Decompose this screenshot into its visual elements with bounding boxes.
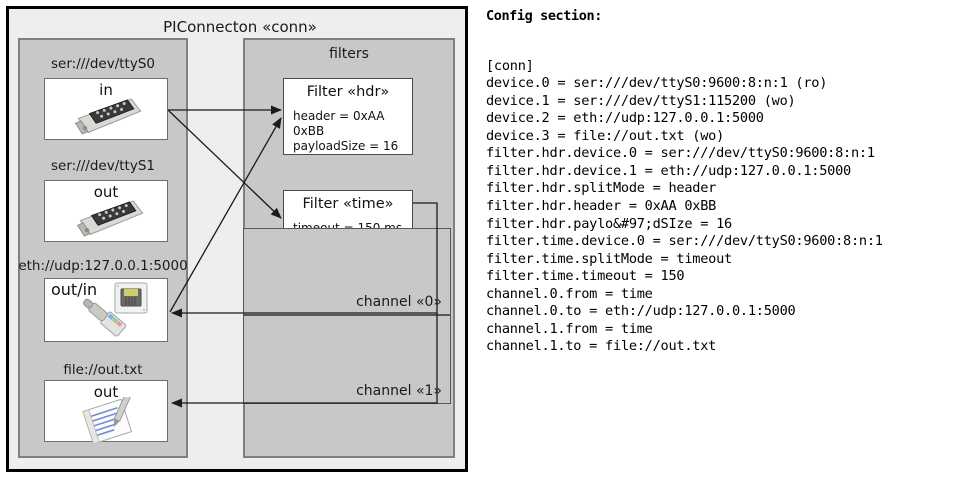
filter-title: Filter «hdr» <box>306 84 390 100</box>
filter-properties: header = 0xAA 0xBB payloadSize = 16 <box>293 109 412 154</box>
filter-property: header = 0xAA 0xBB <box>293 109 385 138</box>
channel-box-0[interactable]: channel «0» <box>243 228 451 315</box>
channel-label: channel «0» <box>356 294 442 310</box>
wire-channel0-to-eth <box>171 202 438 318</box>
wire-eth-to-hdr <box>169 117 282 313</box>
config-text[interactable]: [conn] device.0 = ser:///dev/ttyS0:9600:… <box>486 57 883 355</box>
channel-label: channel «1» <box>356 383 442 399</box>
filter-property: payloadSize = 16 <box>293 139 399 153</box>
serial-port-icon <box>76 200 144 237</box>
connection-wires <box>167 105 438 408</box>
device-label-file-out: file://out.txt <box>63 362 143 378</box>
text-file-icon <box>82 397 133 443</box>
wire-channel1-to-file <box>171 313 438 408</box>
device-direction-label: out <box>93 183 119 201</box>
diagram-title: PIConnecton «conn» <box>163 18 317 36</box>
device-label-ser-ttys0: ser:///dev/ttyS0 <box>51 56 155 72</box>
device-box-file-out[interactable]: out <box>44 380 168 443</box>
config-heading: Config section: <box>486 8 602 24</box>
device-box-eth-udp[interactable]: out/in <box>44 278 168 342</box>
serial-port-icon <box>74 98 142 135</box>
device-label-ser-ttys1: ser:///dev/ttyS1 <box>51 158 155 174</box>
filters-group-title: filters <box>329 46 369 62</box>
device-box-ser-ttys1[interactable]: out <box>44 180 168 242</box>
device-label-eth-udp: eth://udp:127.0.0.1:5000 <box>18 258 188 274</box>
wire-ttys0-to-time <box>167 109 282 219</box>
config-section: Config section: [conn] device.0 = ser://… <box>483 0 964 484</box>
architecture-diagram: PIConnecton «conn» ser:///dev/ttyS0 in <box>0 0 478 484</box>
filter-box-hdr[interactable]: Filter «hdr» header = 0xAA 0xBB payloadS… <box>283 78 413 155</box>
channel-box-1[interactable]: channel «1» <box>243 315 451 404</box>
filter-title: Filter «time» <box>302 196 394 212</box>
ethernet-port-icon <box>83 282 148 337</box>
device-box-ser-ttys0[interactable]: in <box>44 78 168 140</box>
device-direction-label: out <box>93 383 119 401</box>
device-direction-label: out/in <box>51 280 98 299</box>
device-direction-label: in <box>99 81 113 99</box>
